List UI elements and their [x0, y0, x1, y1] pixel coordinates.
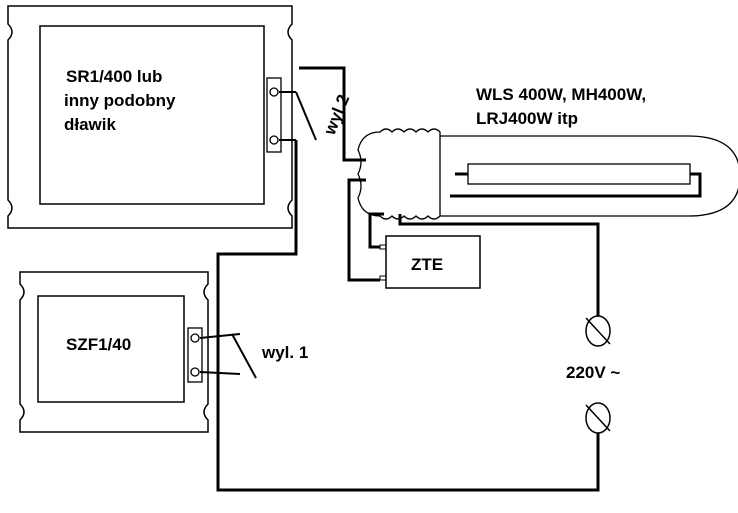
- ballast-label-line3: dławik: [64, 115, 117, 134]
- capacitor-box: [19, 271, 209, 433]
- lamp-label-line1: WLS 400W, MH400W,: [476, 85, 646, 104]
- ballast-box: [7, 5, 293, 229]
- switch2-label: wyl.2: [320, 92, 354, 139]
- capacitor-label: SZF1/40: [66, 335, 131, 354]
- capacitor-terminal-block: [187, 327, 203, 383]
- wiring: [199, 66, 702, 492]
- switch1-label: wyl. 1: [261, 343, 308, 362]
- lamp-label-line2: LRJ400W itp: [476, 109, 578, 128]
- ballast-label-line2: inny podobny: [64, 91, 176, 110]
- igniter-label: ZTE: [411, 255, 443, 274]
- supply-label: 220V ~: [566, 363, 620, 382]
- supply-terminal-top: [585, 315, 611, 347]
- ballast-label-line1: SR1/400 lub: [66, 67, 162, 86]
- lamp: [357, 128, 738, 220]
- supply-terminal-bottom: [585, 402, 611, 434]
- ballast-terminal-block: [266, 77, 282, 153]
